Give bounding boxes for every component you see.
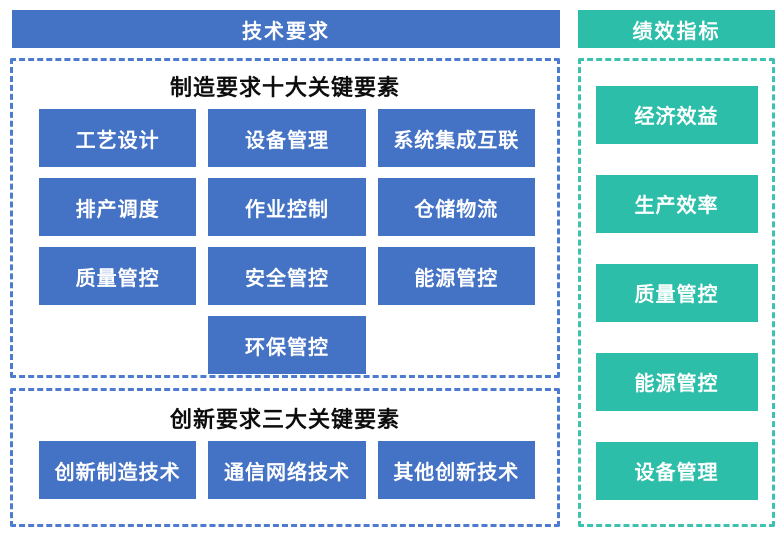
requirement-box-production-scheduling: 排产调度	[39, 178, 197, 236]
requirement-box-quality-control: 质量管控	[39, 247, 197, 305]
innovation-requirements-section: 创新要求三大关键要素 创新制造技术 通信网络技术 其他创新技术	[10, 388, 560, 527]
requirement-box-operation-control: 作业控制	[208, 178, 366, 236]
kpi-box-quality-control: 质量管控	[595, 263, 758, 322]
manufacturing-button-grid: 工艺设计 设备管理 系统集成互联 排产调度 作业控制 仓储物流 质量管控 安全管…	[13, 109, 557, 374]
technical-requirements-header: 技术要求	[12, 10, 560, 48]
requirement-box-process-design: 工艺设计	[39, 109, 197, 167]
performance-indicators-section: 经济效益 生产效率 质量管控 能源管控 设备管理	[578, 58, 775, 527]
requirement-box-warehouse-logistics: 仓储物流	[377, 178, 535, 236]
kpi-box-equipment-management: 设备管理	[595, 441, 758, 500]
technical-requirements-column: 技术要求 制造要求十大关键要素 工艺设计 设备管理 系统集成互联 排产调度 作业…	[10, 10, 560, 527]
requirement-box-communication-network-tech: 通信网络技术	[208, 441, 366, 499]
requirement-box-energy-control: 能源管控	[377, 247, 535, 305]
kpi-box-energy-control: 能源管控	[595, 352, 758, 411]
requirement-box-environmental-control: 环保管控	[208, 316, 366, 374]
kpi-box-production-efficiency: 生产效率	[595, 174, 758, 233]
requirement-box-equipment-management: 设备管理	[208, 109, 366, 167]
requirement-box-safety-control: 安全管控	[208, 247, 366, 305]
innovation-button-grid: 创新制造技术 通信网络技术 其他创新技术	[13, 441, 557, 499]
performance-indicators-column: 绩效指标 经济效益 生产效率 质量管控 能源管控 设备管理	[578, 10, 775, 527]
kpi-box-economic-benefit: 经济效益	[595, 85, 758, 144]
manufacturing-requirements-section: 制造要求十大关键要素 工艺设计 设备管理 系统集成互联 排产调度 作业控制 仓储…	[10, 58, 560, 378]
requirement-box-other-innovative-tech: 其他创新技术	[377, 441, 535, 499]
requirement-box-system-integration: 系统集成互联	[377, 109, 535, 167]
performance-indicators-header: 绩效指标	[578, 10, 775, 48]
requirement-box-innovative-manufacturing-tech: 创新制造技术	[39, 441, 197, 499]
innovation-section-title: 创新要求三大关键要素	[169, 407, 400, 432]
manufacturing-section-title: 制造要求十大关键要素	[169, 75, 400, 100]
